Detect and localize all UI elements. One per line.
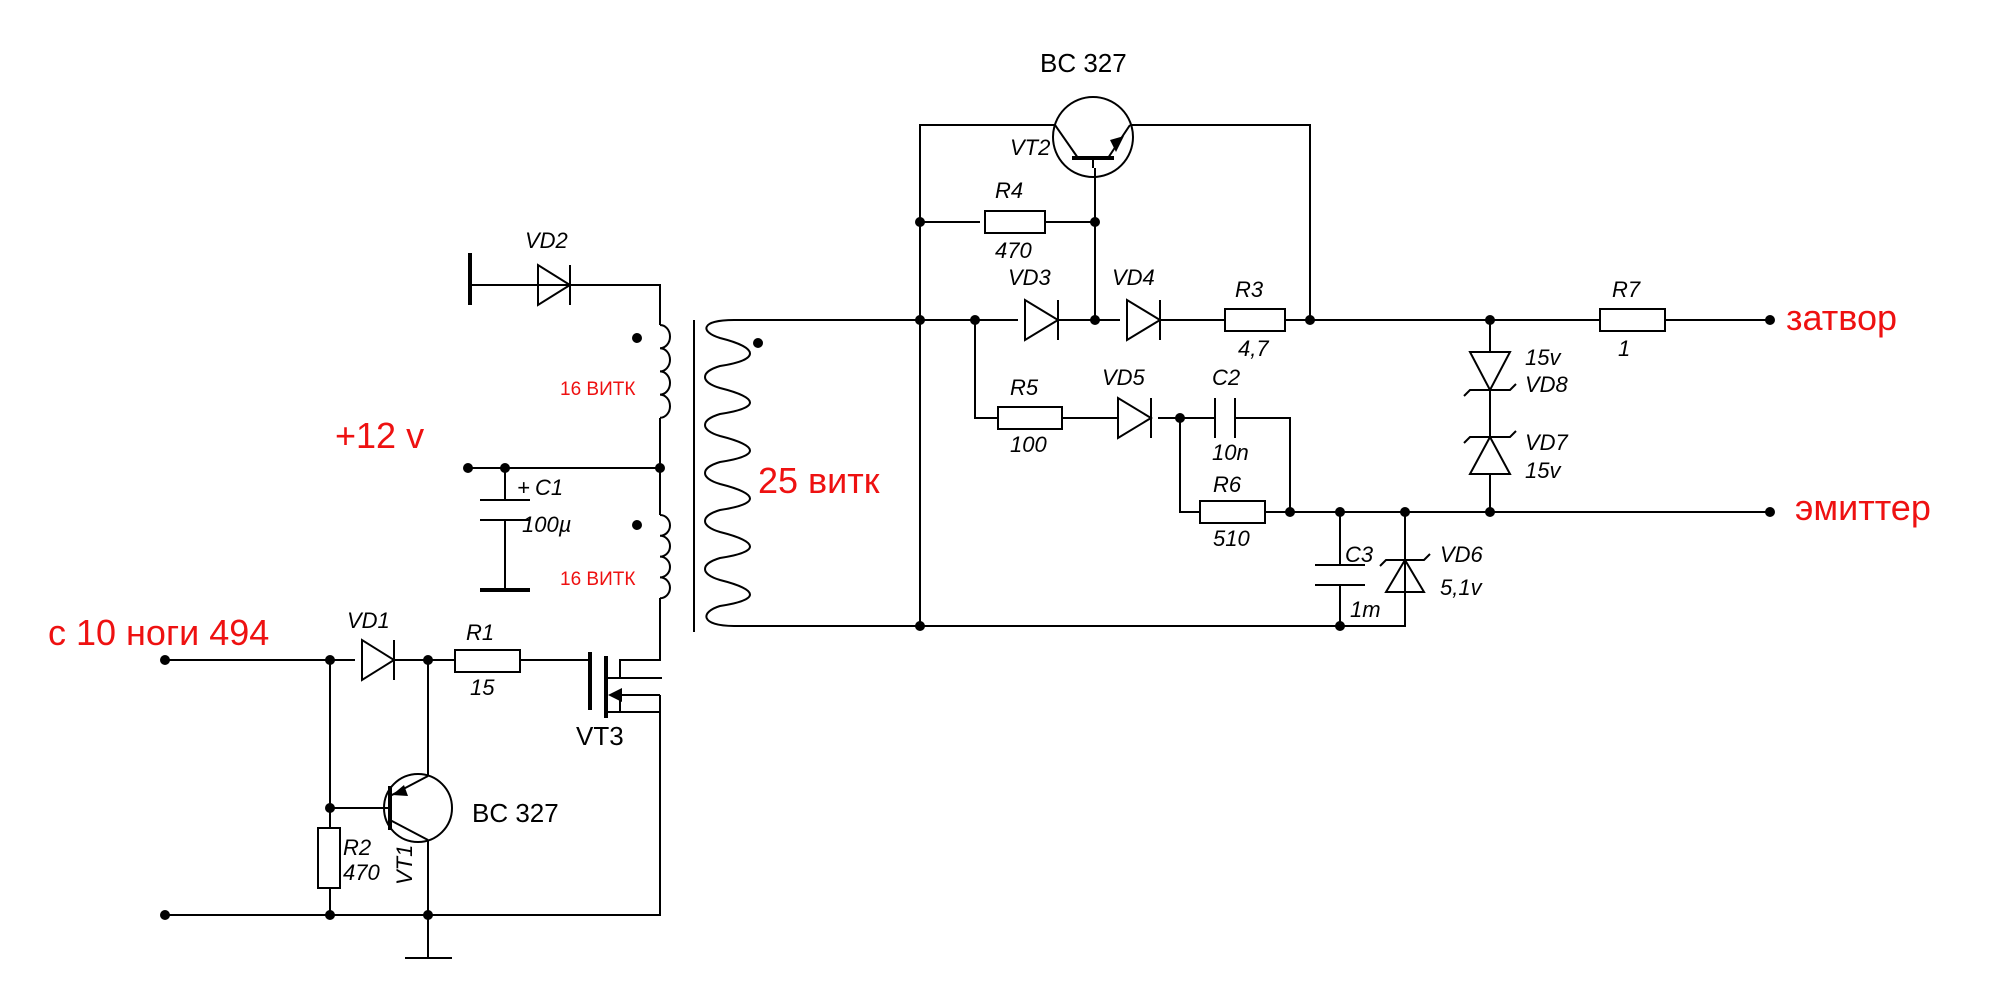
- junction-dots: [160, 217, 1775, 920]
- c1-ref: C1: [535, 475, 563, 500]
- zener-vd7: [1463, 430, 1517, 475]
- r1-ref: R1: [466, 620, 494, 645]
- primary-turns-top-label: 16 ВИТК: [560, 379, 635, 400]
- vt3-ref: VT3: [576, 721, 624, 751]
- secondary-turns-label: 25 витк: [758, 460, 880, 501]
- diode-vd4: [1126, 298, 1162, 342]
- r2-value: 470: [343, 860, 380, 885]
- primary-turns-bottom-label: 16 ВИТК: [560, 569, 635, 590]
- transistor-vt3: [588, 652, 662, 718]
- vd2-ref: VD2: [525, 228, 568, 253]
- r2-ref: R2: [343, 835, 371, 860]
- r1-value: 15: [470, 675, 495, 700]
- diode-vd2: [537, 263, 572, 307]
- vt1-part: BC 327: [472, 798, 559, 828]
- r4-ref: R4: [995, 178, 1023, 203]
- vd7-ref: VD7: [1525, 430, 1569, 455]
- r7-value: 1: [1618, 336, 1630, 361]
- primary-coil-top: [659, 324, 671, 419]
- transistor-vt2: [1052, 96, 1134, 178]
- zener-vd6: [1379, 553, 1431, 593]
- vd7-value: 15v: [1525, 458, 1562, 483]
- vd8-value: 15v: [1525, 345, 1562, 370]
- r7-ref: R7: [1612, 277, 1641, 302]
- vd8-ref: VD8: [1525, 372, 1569, 397]
- r5-ref: R5: [1010, 375, 1039, 400]
- vt2-ref: VT2: [1010, 135, 1050, 160]
- resistor-r7: [1599, 308, 1666, 332]
- vd3-ref: VD3: [1008, 265, 1052, 290]
- resistor-r3: [1224, 308, 1286, 332]
- resistor-r4: [984, 210, 1046, 234]
- c1-value: 100µ: [522, 512, 571, 537]
- r6-ref: R6: [1213, 472, 1242, 497]
- c1-polarity: +: [517, 475, 530, 500]
- diode-vd5: [1117, 396, 1153, 440]
- resistor-r6: [1199, 500, 1266, 524]
- vt1-ref: VT1: [392, 845, 417, 885]
- supply-label: +12 v: [335, 415, 424, 456]
- resistor-r2: [317, 827, 341, 889]
- vd6-value: 5,1v: [1440, 575, 1484, 600]
- diode-vd1: [361, 638, 396, 682]
- output-emitter-label: эмиттер: [1795, 487, 1931, 528]
- input-label: с 10 ноги 494: [48, 612, 269, 653]
- secondary-coil: [704, 319, 751, 627]
- wires-secondary: [919, 124, 1770, 626]
- c2-ref: C2: [1212, 365, 1240, 390]
- c3-value: 1m: [1350, 597, 1381, 622]
- vd5-ref: VD5: [1102, 365, 1146, 390]
- c3-ref: C3: [1345, 542, 1374, 567]
- zener-vd8: [1463, 351, 1517, 397]
- output-gate-label: затвор: [1786, 297, 1897, 338]
- resistor-r1: [454, 649, 521, 673]
- r4-value: 470: [995, 238, 1032, 263]
- vd4-ref: VD4: [1112, 265, 1155, 290]
- resistor-r5: [997, 406, 1063, 430]
- r3-ref: R3: [1235, 277, 1264, 302]
- capacitor-c1: [480, 499, 530, 521]
- vd1-ref: VD1: [347, 608, 390, 633]
- vd6-ref: VD6: [1440, 542, 1484, 567]
- primary-coil-bottom: [659, 514, 671, 600]
- r6-value: 510: [1213, 526, 1250, 551]
- r3-value: 4,7: [1238, 336, 1269, 361]
- capacitor-c2: [1214, 398, 1236, 438]
- vt2-part: BC 327: [1040, 48, 1127, 78]
- c2-value: 10n: [1212, 440, 1249, 465]
- r5-value: 100: [1010, 432, 1047, 457]
- diode-vd3: [1024, 298, 1060, 342]
- capacitor-c3: [1315, 564, 1365, 586]
- transistor-vt1: [383, 773, 453, 843]
